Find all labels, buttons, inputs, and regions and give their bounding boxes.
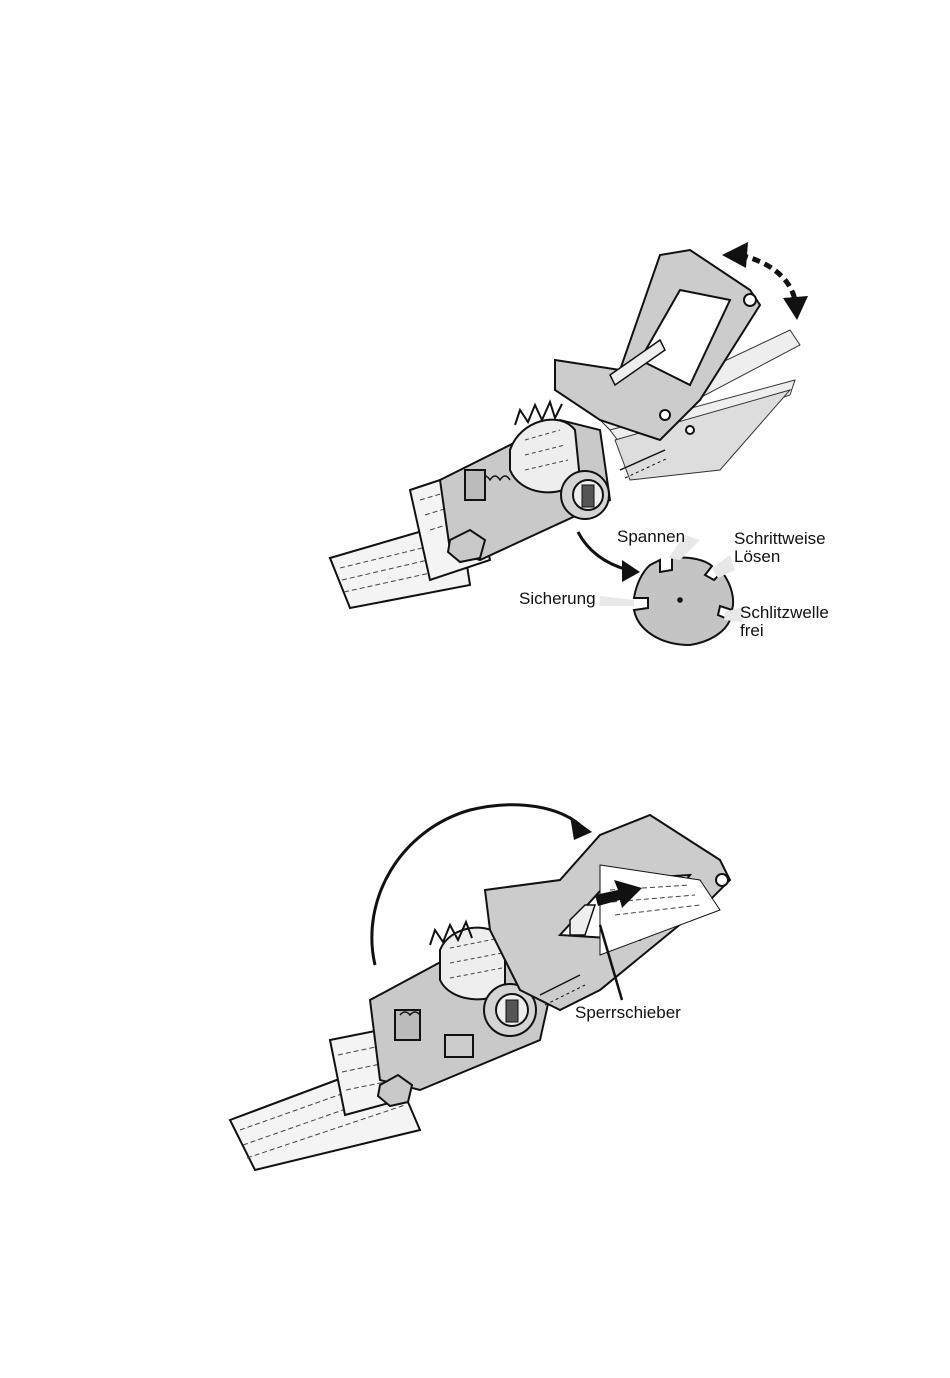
- ratchet-figure-top: [0, 0, 950, 700]
- label-schlitzwelle-frei: Schlitzwelle frei: [740, 604, 829, 640]
- slide-arrow: [595, 880, 642, 908]
- strap-bottom: [230, 1030, 420, 1170]
- label-sperrschieber: Sperrschieber: [575, 1004, 681, 1022]
- ratchet-body-bottom: [370, 922, 560, 1106]
- label-spannen: Spannen: [617, 528, 685, 546]
- close-arrow: [372, 805, 592, 965]
- sperrschieber-leader: [600, 925, 622, 1000]
- ratchet-handle-bottom: [485, 815, 730, 1010]
- label-schrittweise-loesen: Schrittweise Lösen: [734, 530, 826, 566]
- label-sicherung: Sicherung: [519, 590, 596, 608]
- ratchet-body: [440, 402, 610, 562]
